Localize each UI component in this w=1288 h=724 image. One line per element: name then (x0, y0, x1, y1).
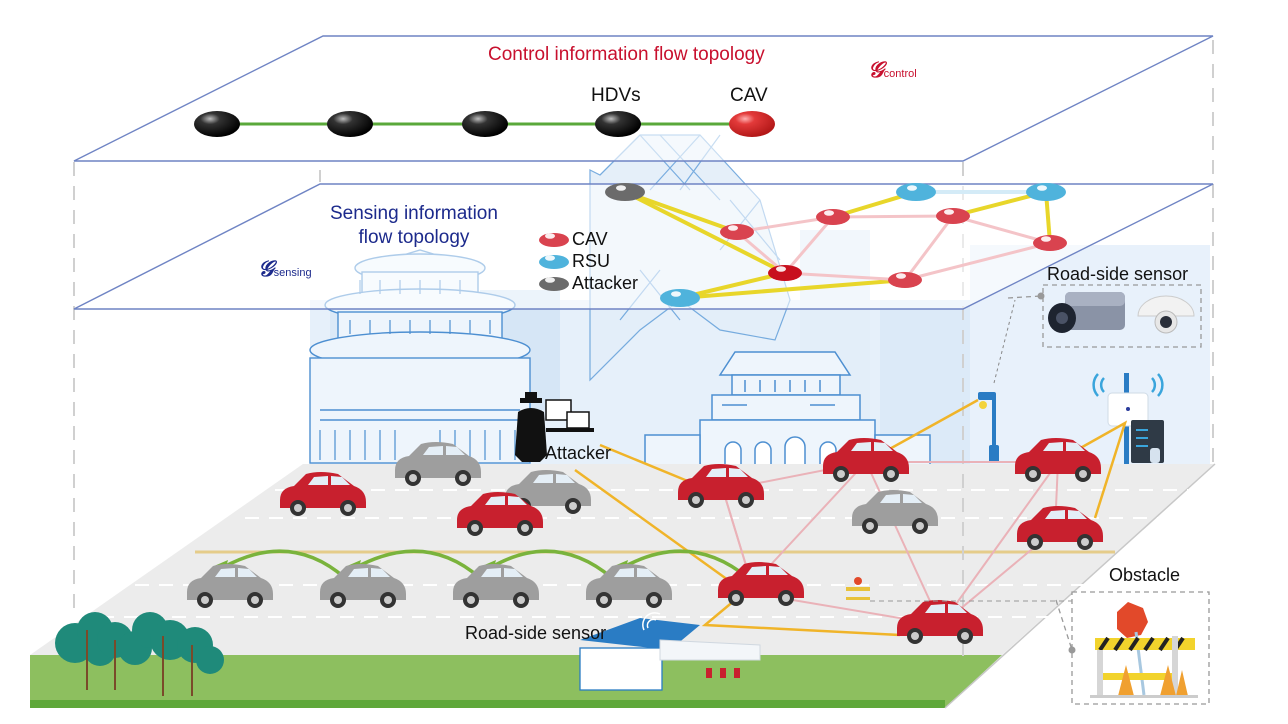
cav-car (457, 492, 543, 536)
control-node-hdv (327, 111, 373, 137)
sensing-node-cav (816, 209, 850, 225)
obstacle-label: Obstacle (1109, 565, 1181, 585)
cav-car (678, 464, 764, 508)
roadside-sensor-station (579, 612, 761, 691)
sensing-node-rsu (896, 183, 936, 201)
trees (55, 612, 224, 696)
sensing-edge-v2v (904, 241, 1051, 282)
control-node-cav (729, 111, 775, 137)
control-layer-title: Control information flow topology (488, 44, 765, 65)
sensing-edges (624, 190, 1052, 300)
g-control-subscript: control (883, 68, 917, 80)
cav-car (897, 600, 983, 644)
legend-marker-attacker (539, 277, 569, 291)
sensing-edge-rsu (679, 278, 906, 300)
legend-attacker-label: Attacker (572, 273, 639, 293)
attacker-label: Attacker (545, 443, 612, 463)
legend-rsu-label: RSU (572, 251, 611, 271)
hdv-car (586, 564, 672, 608)
control-node-hdv (595, 111, 641, 137)
cav-label: CAV (730, 85, 768, 106)
sensing-node-cav (720, 224, 754, 240)
sensing-node-cav (936, 208, 970, 224)
control-node-hdv (194, 111, 240, 137)
g-sensing-letter: 𝒢 (258, 256, 274, 282)
cav-car (280, 472, 366, 516)
sensing-edge-v2v (832, 214, 954, 219)
legend-cav-label: CAV (572, 229, 608, 249)
roadside-sensor-label-top: Road-side sensor (1047, 264, 1189, 284)
sensing-node-cav (1033, 235, 1067, 251)
legend-marker-rsu (539, 255, 569, 269)
sensing-title-line2: flow topology (358, 227, 470, 248)
sensing-node-rsu (660, 289, 700, 307)
sensing-nodes (539, 183, 1067, 307)
g-control-letter: 𝒢 (868, 57, 884, 83)
sensing-edge-attack (624, 190, 738, 234)
rsu-tower (1092, 373, 1164, 465)
cav-car (823, 438, 909, 482)
g-control-symbol: 𝒢control (868, 59, 917, 81)
g-sensing-subscript: sensing (273, 267, 312, 279)
g-sensing-symbol: 𝒢sensing (258, 258, 312, 280)
hdv-car (852, 490, 938, 534)
sensing-edge-v2v (952, 214, 1051, 245)
sensing-title-line1: Sensing information (330, 203, 498, 224)
cav-car (1017, 506, 1103, 550)
hdvs-label: HDVs (591, 85, 641, 106)
legend-marker-cav (539, 233, 569, 247)
sensing-layer-title: Sensing information flow topology (330, 202, 498, 250)
sensing-edge-v2v (783, 216, 835, 274)
hdv-car (320, 564, 406, 608)
sensing-edge-v2v (784, 271, 906, 282)
control-node-hdv (462, 111, 508, 137)
sensing-node-cav (888, 272, 922, 288)
hdv-car (187, 564, 273, 608)
street-lamp (978, 299, 1016, 463)
attacker-figure (515, 392, 594, 462)
sensing-node-rsu (1026, 183, 1066, 201)
obstacle-on-road (846, 577, 1075, 602)
hdv-car (395, 442, 481, 486)
vehicles (187, 438, 1103, 644)
platoon-arrows (221, 549, 750, 580)
cav-car (718, 562, 804, 606)
obstacle-inset (1055, 591, 1210, 705)
sensing-node-attacker (605, 183, 645, 201)
cav-car (1015, 438, 1101, 482)
roadside-sensor-label-bottom: Road-side sensor (465, 623, 607, 643)
sensing-edge-v2v (903, 215, 955, 281)
control-nodes (194, 111, 775, 137)
roadside-camera-box (1007, 284, 1202, 348)
sensing-edge-attack (624, 190, 786, 275)
sensing-node-cav (768, 265, 802, 281)
hdv-car (453, 564, 539, 608)
